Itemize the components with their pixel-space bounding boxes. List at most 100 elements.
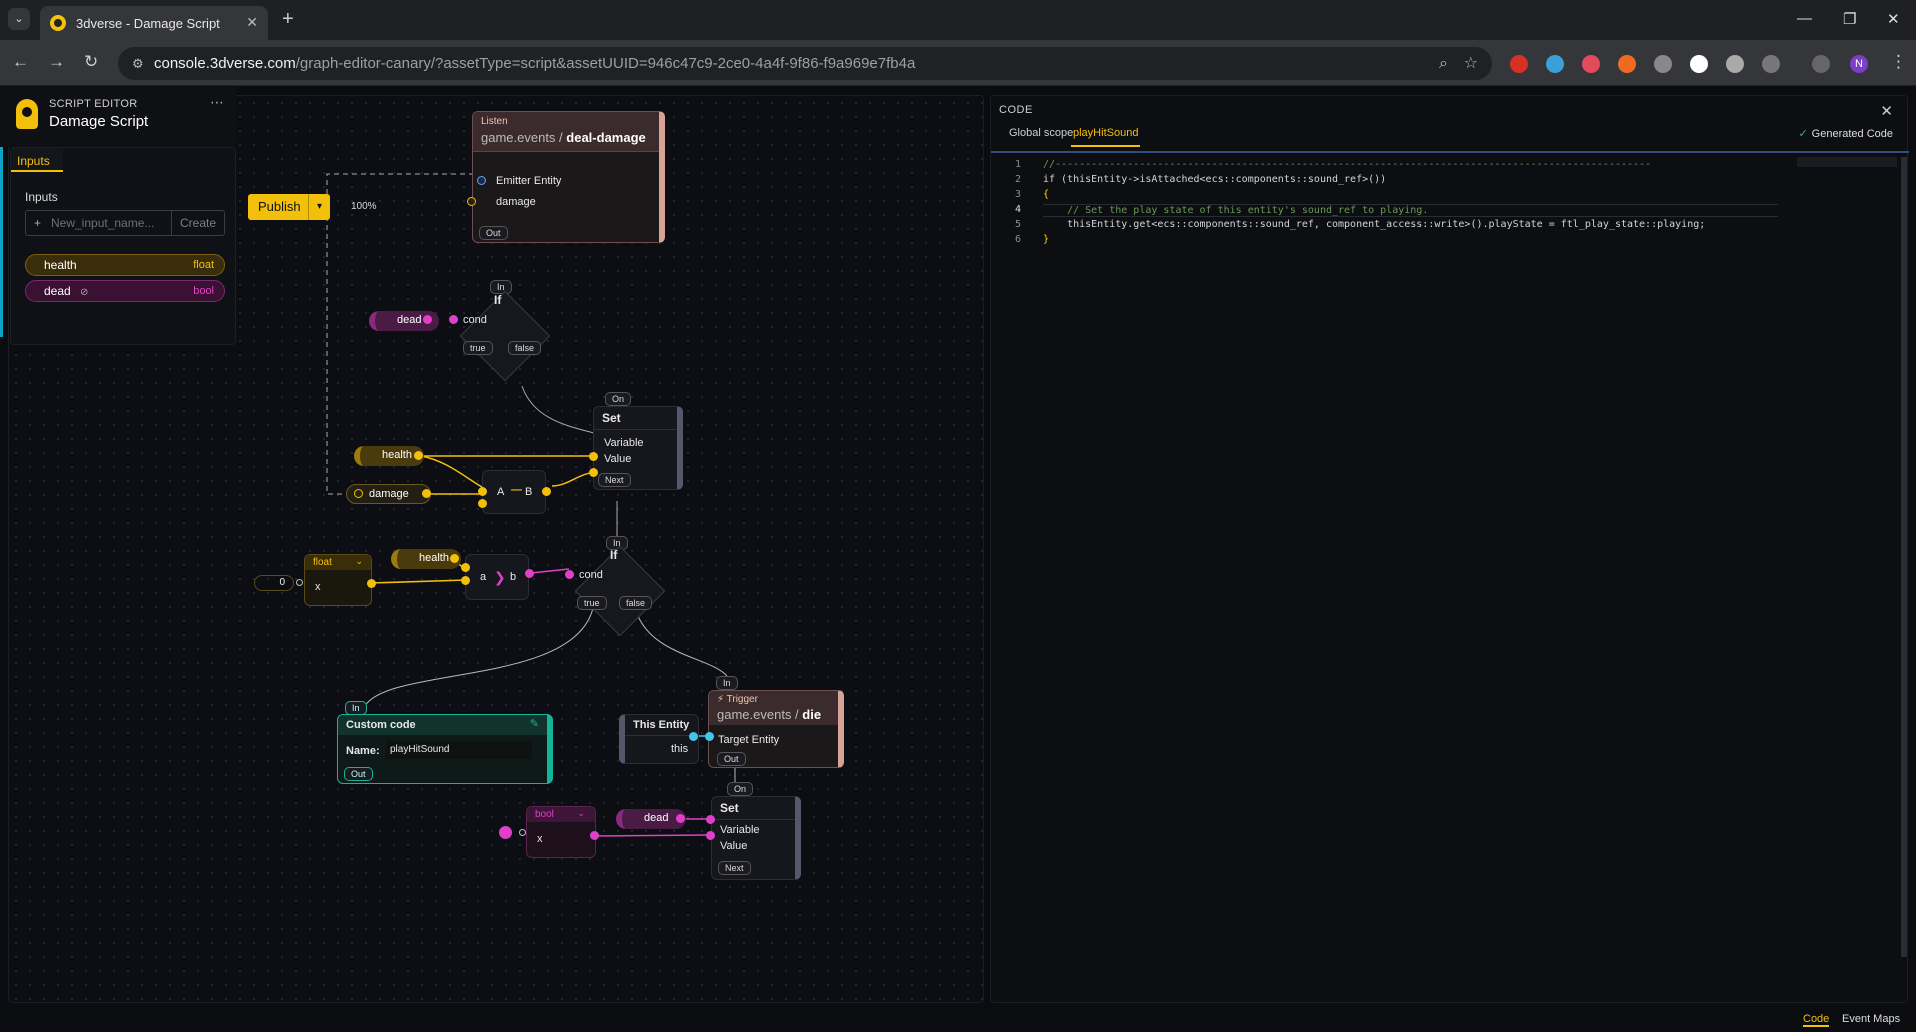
shield-icon[interactable] xyxy=(1582,55,1600,73)
site-info-icon[interactable]: ⚙ xyxy=(132,56,144,71)
tab-search-icon[interactable]: ⌄ xyxy=(8,8,30,30)
browser-menu-icon[interactable]: ⋮ xyxy=(1890,52,1907,71)
reload-icon[interactable]: ↻ xyxy=(84,52,99,71)
address-bar[interactable]: ⚙ console.3dverse.com/graph-editor-canar… xyxy=(118,47,1492,80)
create-button[interactable]: Create xyxy=(171,211,224,235)
chevron-down-icon[interactable]: ⌄ xyxy=(355,556,363,566)
set1-value-port[interactable]: Value xyxy=(604,453,632,465)
listen-out-tag[interactable]: Out xyxy=(479,226,508,240)
close-tab-icon[interactable]: ✕ xyxy=(246,14,258,30)
float-value-input[interactable]: 0 xyxy=(254,575,294,591)
restore-icon[interactable]: ❐ xyxy=(1843,11,1857,28)
damage-pill[interactable]: damage xyxy=(346,484,431,504)
bool-constant-node[interactable]: bool ⌄ x xyxy=(526,806,596,858)
new-tab-icon[interactable]: + xyxy=(282,8,294,30)
forward-icon[interactable]: → xyxy=(48,52,65,71)
close-icon[interactable]: ✕ xyxy=(1880,103,1893,120)
variable-health-type: float xyxy=(193,259,214,271)
chevron-down-icon[interactable]: ⌄ xyxy=(577,808,585,818)
tab-inputs[interactable]: Inputs xyxy=(11,148,63,172)
code-scrollbar[interactable] xyxy=(1901,157,1907,957)
set1-next-tag[interactable]: Next xyxy=(598,473,631,487)
publish-button[interactable]: Publish ▾ xyxy=(248,194,330,220)
back-icon[interactable]: ← xyxy=(12,52,29,71)
set2-node[interactable]: Set Variable Value Next xyxy=(711,796,801,880)
if1-in-tag[interactable]: In xyxy=(490,280,512,294)
health-var-pill[interactable]: health xyxy=(354,446,424,466)
react-devtools-icon[interactable] xyxy=(1546,55,1564,73)
sub-b-dot xyxy=(478,499,487,508)
chevron-down-icon[interactable]: ▾ xyxy=(308,194,330,220)
set2-variable-port[interactable]: Variable xyxy=(720,824,760,836)
code-minimap[interactable] xyxy=(1797,157,1897,167)
extension-icon[interactable] xyxy=(1618,55,1636,73)
tab-playhitsound[interactable]: playHitSound xyxy=(1071,127,1141,147)
eye-off-icon[interactable]: ⊘ xyxy=(80,287,89,298)
dead-var-pill-2[interactable]: dead xyxy=(616,809,686,829)
set2-value-port[interactable]: Value xyxy=(720,840,748,852)
edit-icon[interactable]: ✎ xyxy=(529,718,539,730)
variable-health[interactable]: health float xyxy=(25,254,225,276)
custom-out-tag[interactable]: Out xyxy=(344,767,373,781)
cmp-a-label: a xyxy=(480,571,487,583)
if2-true-tag[interactable]: true xyxy=(577,596,607,610)
target-entity-port[interactable]: Target Entity xyxy=(718,734,780,746)
custom-name-label: Name: xyxy=(346,745,380,757)
tab-event-maps[interactable]: Event Maps xyxy=(1842,1013,1901,1025)
tab-code[interactable]: Code xyxy=(1803,1013,1830,1027)
damage-port[interactable]: damage xyxy=(496,196,536,208)
trigger-out-tag[interactable]: Out xyxy=(717,752,746,766)
window-close-icon[interactable]: ✕ xyxy=(1887,11,1900,28)
minimize-icon[interactable]: — xyxy=(1797,10,1812,27)
browser-tab[interactable]: 3dverse - Damage Script ✕ xyxy=(40,6,268,40)
if1-cond-port[interactable]: cond xyxy=(463,314,487,326)
if2-false-tag[interactable]: false xyxy=(619,596,653,610)
tab-global-scope[interactable]: Global scope xyxy=(1009,127,1074,139)
set1-node[interactable]: Set Variable Value Next xyxy=(593,406,683,490)
zoom-lens-icon[interactable]: ⌕ xyxy=(1439,55,1448,72)
trigger-in-tag[interactable]: In xyxy=(716,676,738,690)
health-var-pill-2[interactable]: health xyxy=(391,549,461,569)
extension-icon[interactable] xyxy=(1510,55,1528,73)
this-entity-node[interactable]: This Entity this xyxy=(619,714,699,764)
float-constant-node[interactable]: float ⌄ x xyxy=(304,554,372,606)
more-options-icon[interactable]: ⋯ xyxy=(210,94,224,110)
set1-variable-port[interactable]: Variable xyxy=(604,437,644,449)
if1-false-tag[interactable]: false xyxy=(508,341,542,355)
extension-icon[interactable] xyxy=(1654,55,1672,73)
if1-true-tag[interactable]: true xyxy=(463,341,493,355)
browser-toolbar: ← → ↻ ⚙ console.3dverse.com/graph-editor… xyxy=(0,40,1916,86)
compare-node[interactable]: a ❯ b xyxy=(465,554,529,600)
extension-icon[interactable] xyxy=(1690,55,1708,73)
if2-cond-dot xyxy=(565,570,574,579)
profile-avatar[interactable]: N xyxy=(1850,55,1868,73)
variable-dead[interactable]: dead ⊘ bool xyxy=(25,280,225,302)
tab-title: 3dverse - Damage Script xyxy=(76,15,220,31)
custom-name-input[interactable]: playHitSound xyxy=(386,741,532,759)
eyedropper-icon[interactable] xyxy=(1726,55,1744,73)
listen-node[interactable]: Listen game.events / deal-damage Emitter… xyxy=(467,111,665,243)
code-editor[interactable]: 1 2 3 4 5 6 //--------------------------… xyxy=(991,151,1909,1004)
trigger-node[interactable]: ⚡ Trigger game.events / die Target Entit… xyxy=(708,690,844,768)
custom-code-node[interactable]: Custom code ✎ Name: playHitSound Out xyxy=(337,714,553,784)
dead-var-pill[interactable]: dead xyxy=(369,311,439,331)
script-title: Damage Script xyxy=(49,113,149,130)
emitter-entity-port[interactable]: Emitter Entity xyxy=(496,175,562,187)
set2-next-tag[interactable]: Next xyxy=(718,861,751,875)
if2-cond-port[interactable]: cond xyxy=(579,569,603,581)
custom-title: Custom code xyxy=(338,715,547,735)
code-line: if (thisEntity->isAttached<ecs::componen… xyxy=(1043,174,1387,185)
set1-on-tag[interactable]: On xyxy=(605,392,632,406)
bool-type-label[interactable]: bool xyxy=(527,807,595,822)
float-type-label[interactable]: float xyxy=(305,555,371,570)
extensions-puzzle-icon[interactable] xyxy=(1762,55,1780,73)
reading-list-icon[interactable] xyxy=(1812,55,1830,73)
set2-on-tag[interactable]: On xyxy=(727,782,754,796)
subtract-node[interactable]: A — B xyxy=(482,470,546,514)
bookmark-star-icon[interactable]: ☆ xyxy=(1463,55,1478,72)
trigger-kicker-row: ⚡ Trigger xyxy=(717,694,830,705)
new-input-field[interactable]: + New_input_name... Create xyxy=(25,210,225,236)
custom-in-tag[interactable]: In xyxy=(345,701,367,715)
bool-toggle-dot[interactable] xyxy=(499,826,512,839)
wire-damage-dashed xyxy=(326,173,474,495)
